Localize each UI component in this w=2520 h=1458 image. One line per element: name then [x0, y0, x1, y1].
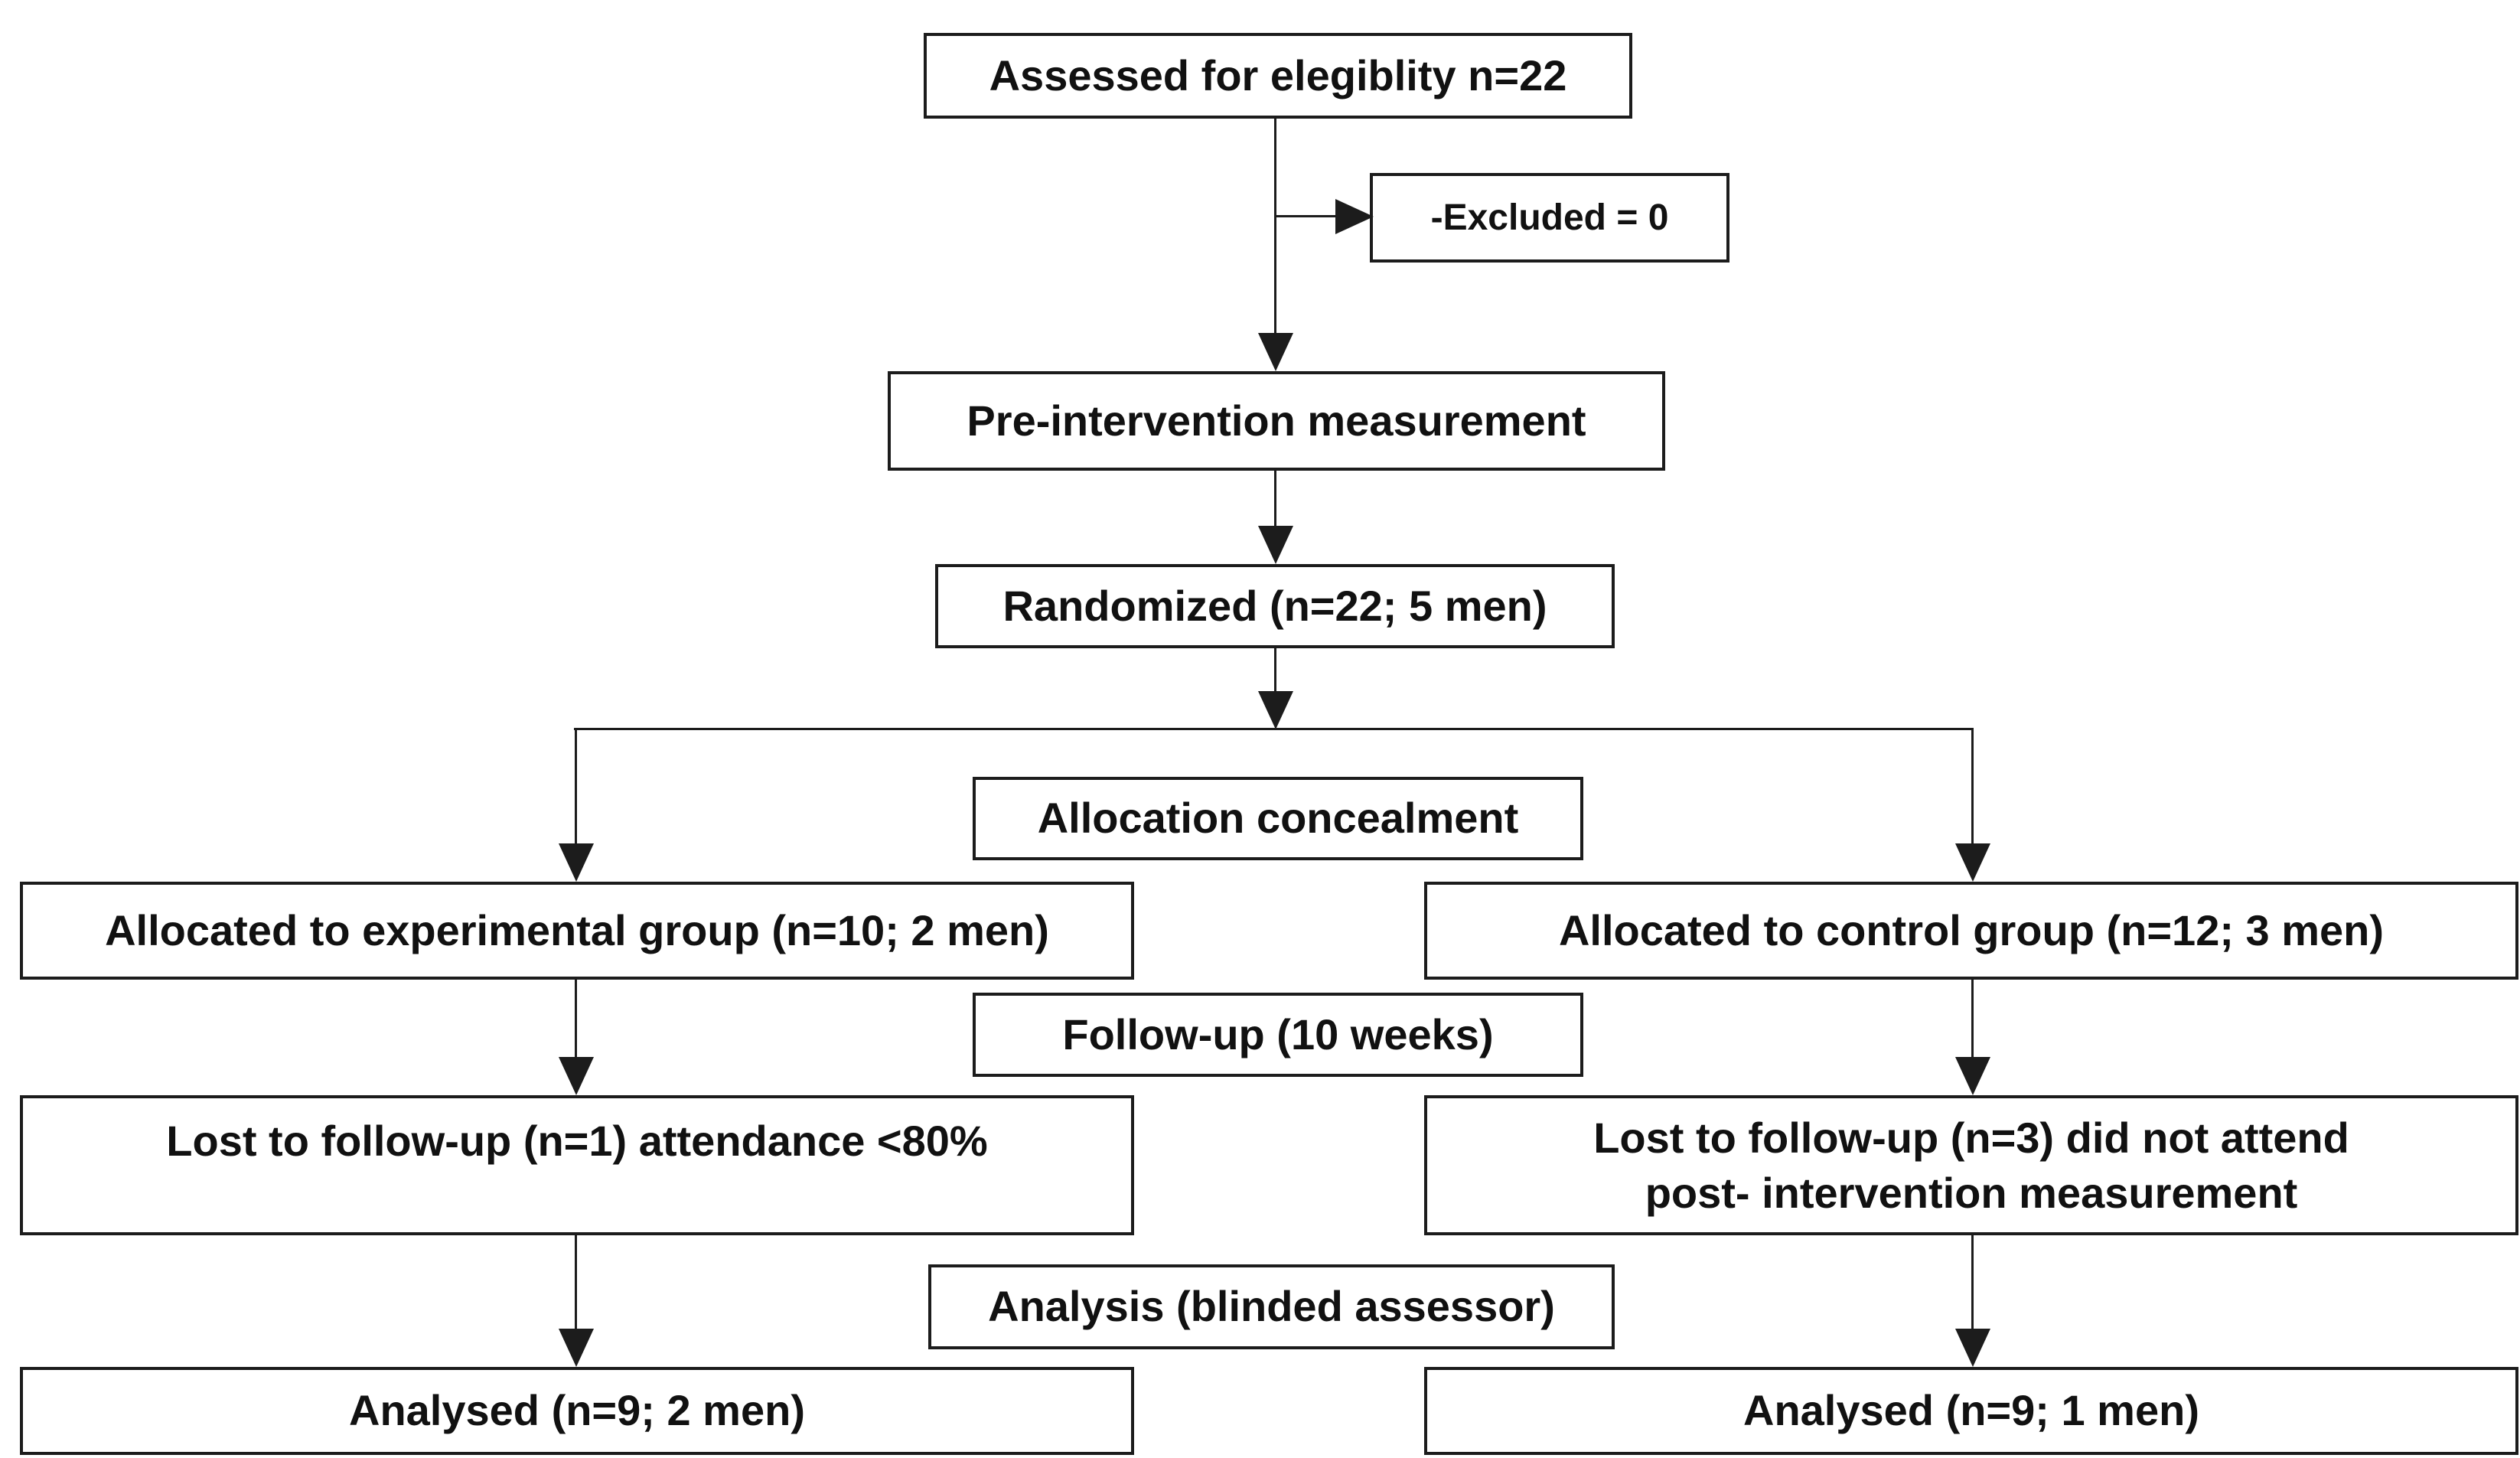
arrowhead-into-analysed-experimental	[559, 1329, 594, 1367]
connector-lost-to-analysed-control	[1971, 1235, 1974, 1330]
box-assessed-label: Assessed for elegiblity n=22	[989, 51, 1567, 99]
box-allocation-concealment-label: Allocation concealment	[1037, 794, 1519, 843]
box-analysed-experimental: Analysed (n=9; 2 men)	[20, 1367, 1134, 1455]
box-excluded: -Excluded = 0	[1370, 173, 1729, 263]
box-excluded-label: -Excluded = 0	[1430, 197, 1669, 238]
arrowhead-into-lost-experimental	[559, 1057, 594, 1095]
arrowhead-into-allocated-experimental	[559, 843, 594, 882]
box-lost-control-line2: post- intervention measurement	[1645, 1168, 2298, 1217]
arrowhead-into-branch-bar	[1258, 691, 1293, 729]
box-lost-to-follow-up-experimental: Lost to follow-up (n=1) attendance <80%	[20, 1095, 1134, 1235]
box-analysed-experimental-label: Analysed (n=9; 2 men)	[349, 1386, 805, 1435]
box-analysed-control: Analysed (n=9; 1 men)	[1424, 1367, 2518, 1455]
connector-lost-to-analysed-experimental	[575, 1235, 577, 1330]
box-analysed-control-label: Analysed (n=9; 1 men)	[1743, 1386, 2199, 1435]
arrowhead-into-allocated-control	[1955, 843, 1990, 882]
box-allocation-concealment: Allocation concealment	[973, 777, 1583, 860]
box-randomized-label: Randomized (n=22; 5 men)	[1002, 581, 1547, 630]
box-randomized: Randomized (n=22; 5 men)	[935, 564, 1615, 648]
connector-branch-to-experimental	[575, 728, 577, 845]
box-lost-control-line1: Lost to follow-up (n=3) did not attend	[1593, 1113, 2349, 1162]
box-lost-to-follow-up-control: Lost to follow-up (n=3) did not attend p…	[1424, 1095, 2518, 1235]
arrowhead-into-excluded	[1335, 199, 1374, 234]
box-allocated-control-label: Allocated to control group (n=12; 3 men)	[1558, 905, 2385, 954]
connector-experimental-to-lost	[575, 980, 577, 1058]
box-assessed-for-eligibility: Assessed for elegiblity n=22	[924, 33, 1632, 119]
arrowhead-into-lost-control	[1955, 1057, 1990, 1095]
box-pre-intervention-label: Pre-intervention measurement	[967, 396, 1586, 445]
connector-randomized-to-branch	[1274, 648, 1276, 693]
box-follow-up-label: Follow-up (10 weeks)	[1062, 1010, 1494, 1058]
box-lost-experimental-label: Lost to follow-up (n=1) attendance <80%	[166, 1117, 988, 1165]
box-follow-up: Follow-up (10 weeks)	[973, 993, 1583, 1077]
connector-control-to-lost	[1971, 980, 1974, 1058]
box-allocated-experimental-label: Allocated to experimental group (n=10; 2…	[105, 905, 1049, 954]
branch-horizontal-bar	[574, 728, 1974, 730]
box-allocated-control-group: Allocated to control group (n=12; 3 men)	[1424, 882, 2518, 980]
arrowhead-into-randomized	[1258, 526, 1293, 564]
box-analysis-blinded-assessor: Analysis (blinded assessor)	[928, 1264, 1615, 1349]
arrowhead-into-analysed-control	[1955, 1329, 1990, 1367]
connector-branch-to-control	[1971, 728, 1974, 845]
box-allocated-experimental-group: Allocated to experimental group (n=10; 2…	[20, 882, 1134, 980]
box-analysis-label: Analysis (blinded assessor)	[988, 1282, 1555, 1331]
arrowhead-into-pre-intervention	[1258, 333, 1293, 371]
connector-assessed-to-pre	[1274, 119, 1276, 334]
connector-branch-to-excluded	[1274, 215, 1337, 217]
connector-pre-to-randomized	[1274, 471, 1276, 527]
box-pre-intervention-measurement: Pre-intervention measurement	[888, 371, 1665, 471]
